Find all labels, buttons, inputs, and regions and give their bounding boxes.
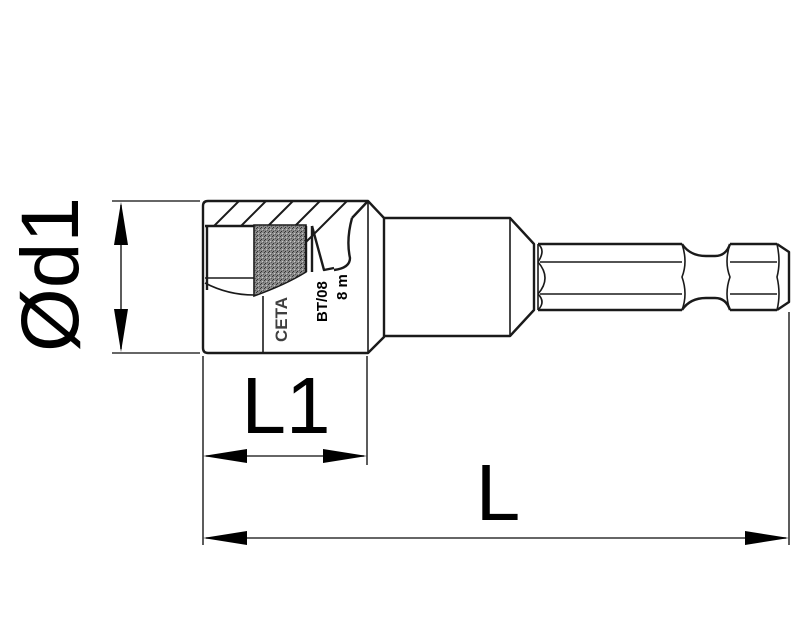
hex-shank: [533, 242, 791, 312]
size-marking: 8 m: [334, 274, 351, 300]
diameter-dimension: Ød1: [5, 197, 200, 354]
socket-markings: CETA BT/08 8 m: [272, 274, 351, 342]
socket-sleeve: [384, 216, 536, 338]
socket-length-dimension: L1: [202, 356, 368, 545]
diameter-label: Ød1: [5, 197, 96, 352]
brand-marking: CETA: [272, 297, 291, 342]
socket-length-label: L1: [242, 361, 331, 450]
code-marking: BT/08: [314, 281, 331, 322]
magnet-insert: [253, 224, 307, 298]
total-length-label: L: [476, 448, 521, 537]
total-length-dimension: L: [203, 312, 790, 545]
socket-head: [201, 199, 386, 355]
